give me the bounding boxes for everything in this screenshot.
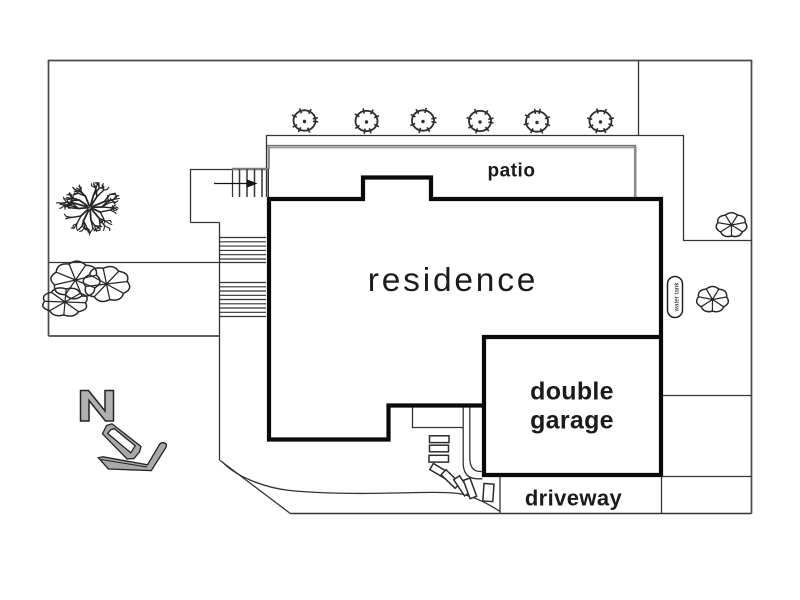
svg-text:driveway: driveway (525, 486, 623, 511)
svg-text:water tank: water tank (674, 282, 681, 313)
svg-text:residence: residence (368, 262, 538, 299)
svg-text:garage: garage (530, 407, 614, 435)
svg-text:double: double (530, 378, 614, 406)
svg-text:patio: patio (488, 161, 536, 182)
